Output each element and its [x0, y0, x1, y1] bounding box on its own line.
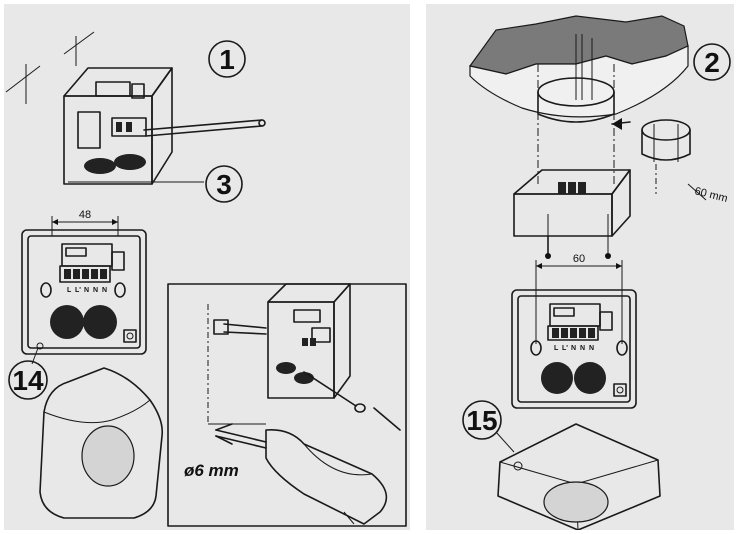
callout-3: 3	[68, 165, 243, 203]
terminal-label-5: N	[102, 287, 107, 294]
terminal-label-right-3: N	[571, 345, 576, 352]
right-illustration: 60 mm 2 60	[462, 15, 731, 530]
sensor-cover-right	[497, 423, 661, 530]
junction-box-3d	[63, 67, 173, 185]
terminal-label-4: N	[93, 287, 98, 294]
base-3d-below	[513, 169, 631, 259]
callout-14: 14	[8, 347, 48, 400]
terminal-label-2: L'	[75, 287, 81, 294]
ceiling-slab	[468, 15, 689, 118]
wall-marking-lines	[5, 31, 95, 104]
terminal-label-1: L	[67, 287, 72, 294]
terminal-label-right-5: N	[589, 345, 594, 352]
callout-1-label: 1	[219, 44, 235, 75]
callout-3-label: 3	[216, 169, 232, 200]
base-front-view-right: L L' N N N	[511, 289, 637, 409]
callout-2: 2	[693, 43, 731, 81]
dimension-60-label: 60	[573, 253, 585, 265]
dimension-48-label: 48	[79, 209, 91, 221]
drilling-inset: ø6 mm	[167, 283, 407, 527]
terminal-label-right-2: L'	[562, 345, 568, 352]
terminal-label-right-1: L	[554, 345, 559, 352]
terminal-label-3: N	[84, 287, 89, 294]
drill-diameter-label: ø6 mm	[184, 461, 239, 480]
left-instruction-panel: 1 3 48 L L' N N N	[4, 4, 410, 530]
callout-1: 1	[208, 40, 246, 78]
right-instruction-panel: 60 mm 2 60	[426, 4, 734, 530]
callout-15-label: 15	[466, 405, 497, 436]
callout-15: 15	[462, 400, 515, 453]
screwdriver	[143, 119, 266, 137]
base-front-view: 48 L L' N N N	[21, 209, 147, 355]
left-illustration: 1 3 48 L L' N N N	[5, 31, 407, 527]
dimension-60: 60	[535, 253, 623, 344]
depth-60mm-label: 60 mm	[693, 185, 729, 205]
sensor-cover-left	[39, 367, 164, 519]
callout-2-label: 2	[704, 47, 720, 78]
terminal-label-right-4: N	[580, 345, 585, 352]
callout-14-label: 14	[12, 365, 44, 396]
